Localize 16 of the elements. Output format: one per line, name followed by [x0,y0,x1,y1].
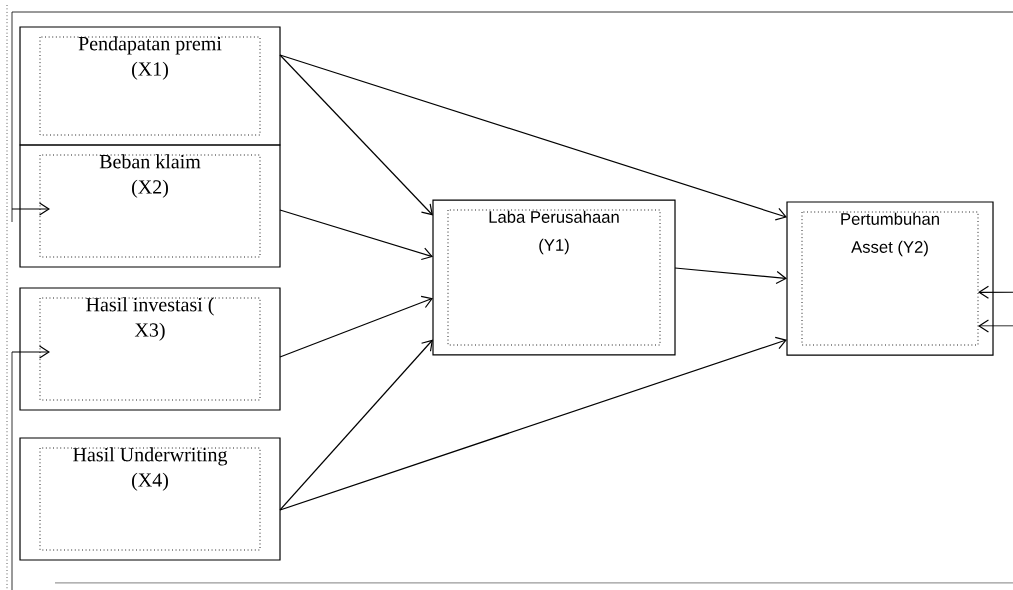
variable-box: Hasil Underwriting (X4) [19,437,281,561]
variable-box: Beban klaim (X2) [19,144,281,268]
variable-box: Pertumbuhan Asset (Y2) [786,201,994,356]
arrow [11,345,50,359]
variable-box: Hasil investasi ( X3) [19,287,281,411]
variable-box: Pendapatan premi (X1) [19,26,281,146]
arrow [279,54,433,216]
arrow [279,339,433,511]
arrow [11,202,50,216]
variable-box: Laba Perusahaan (Y1) [432,199,676,356]
arrow [279,54,787,221]
arrow [279,295,433,358]
arrow [978,285,1013,299]
arrow [674,267,787,285]
arrow [279,209,433,261]
arrow [279,336,787,511]
